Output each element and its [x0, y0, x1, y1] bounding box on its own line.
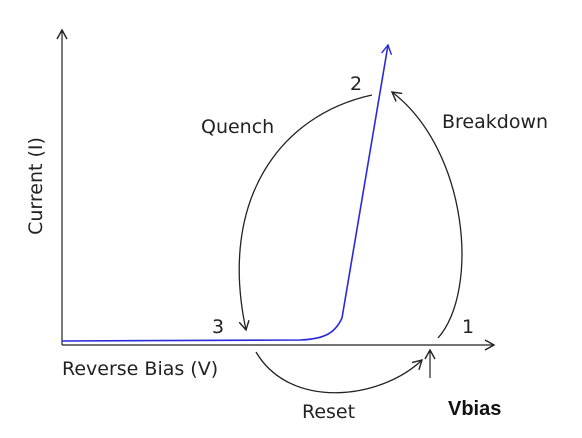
x-axis-label: Reverse Bias (V): [62, 358, 218, 380]
iv-curve: [61, 43, 393, 342]
breakdown-label: Breakdown: [442, 111, 548, 133]
point-1-label: 1: [462, 316, 474, 338]
point-2-label: 2: [350, 73, 362, 95]
reset-arrow: [255, 351, 424, 394]
y-axis-label: Current (I): [25, 137, 47, 235]
quench-label: Quench: [201, 116, 274, 138]
vbias-label: Vbias: [448, 398, 501, 420]
point-3-label: 3: [212, 316, 224, 338]
reset-label: Reset: [302, 401, 355, 423]
breakdown-arrow: [390, 91, 463, 339]
quench-arrow: [238, 94, 373, 332]
